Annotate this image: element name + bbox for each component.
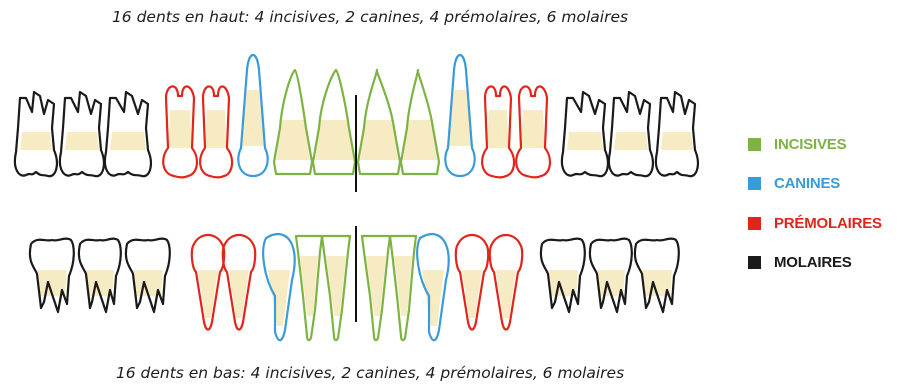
lower-molar-tooth: [590, 239, 632, 312]
upper-incisor-tooth: [401, 70, 439, 174]
upper-premolar-tooth: [516, 86, 550, 177]
lower-incisor-tooth: [362, 236, 390, 340]
lower-molar-tooth: [79, 239, 121, 312]
legend-label-molaires: MOLAIRES: [774, 254, 852, 271]
legend-label-premolaires: PRÉMOLAIRES: [774, 215, 882, 232]
upper-molar-tooth: [609, 92, 653, 176]
lower-premolar-tooth: [223, 235, 255, 330]
lower-incisor-tooth: [296, 236, 322, 340]
lower-molar-tooth: [635, 239, 679, 312]
legend-item-canines: CANINES: [748, 174, 882, 194]
lower-premolar-tooth: [192, 235, 224, 330]
upper-premolar-tooth: [482, 86, 514, 177]
lower-molar-tooth: [30, 239, 74, 312]
lower-canine-tooth: [417, 234, 448, 340]
lower-molar-tooth: [126, 239, 170, 312]
lower-incisor-tooth: [390, 236, 416, 340]
legend-item-premolaires: PRÉMOLAIRES: [748, 213, 882, 233]
upper-molar-tooth: [656, 92, 698, 176]
upper-incisor-tooth: [274, 70, 312, 174]
dental-chart: [0, 0, 740, 390]
lower-molar-tooth: [541, 239, 585, 312]
upper-molar-tooth: [60, 92, 104, 176]
legend: INCISIVES CANINES PRÉMOLAIRES MOLAIRES: [748, 134, 882, 292]
canines-swatch: [748, 177, 761, 190]
lower-canine-tooth: [263, 234, 294, 340]
upper-incisor-tooth: [358, 70, 400, 174]
incisives-swatch: [748, 138, 761, 151]
premolaires-swatch: [748, 217, 761, 230]
upper-molar-tooth: [562, 92, 608, 176]
legend-label-incisives: INCISIVES: [774, 136, 846, 153]
lower-arch: [30, 234, 679, 340]
legend-item-incisives: INCISIVES: [748, 134, 882, 154]
upper-incisor-tooth: [313, 70, 355, 174]
molaires-swatch: [748, 256, 761, 269]
lower-premolar-tooth: [490, 235, 522, 330]
legend-label-canines: CANINES: [774, 175, 840, 192]
upper-molar-tooth: [105, 92, 151, 176]
upper-canine-tooth: [445, 55, 474, 176]
upper-molar-tooth: [15, 92, 57, 176]
lower-caption: 16 dents en bas: 4 incisives, 2 canines,…: [0, 364, 740, 382]
upper-premolar-tooth: [163, 86, 197, 177]
upper-canine-tooth: [238, 55, 267, 176]
lower-incisor-tooth: [322, 236, 350, 340]
lower-premolar-tooth: [456, 235, 488, 330]
upper-premolar-tooth: [200, 86, 232, 177]
legend-item-molaires: MOLAIRES: [748, 253, 882, 273]
